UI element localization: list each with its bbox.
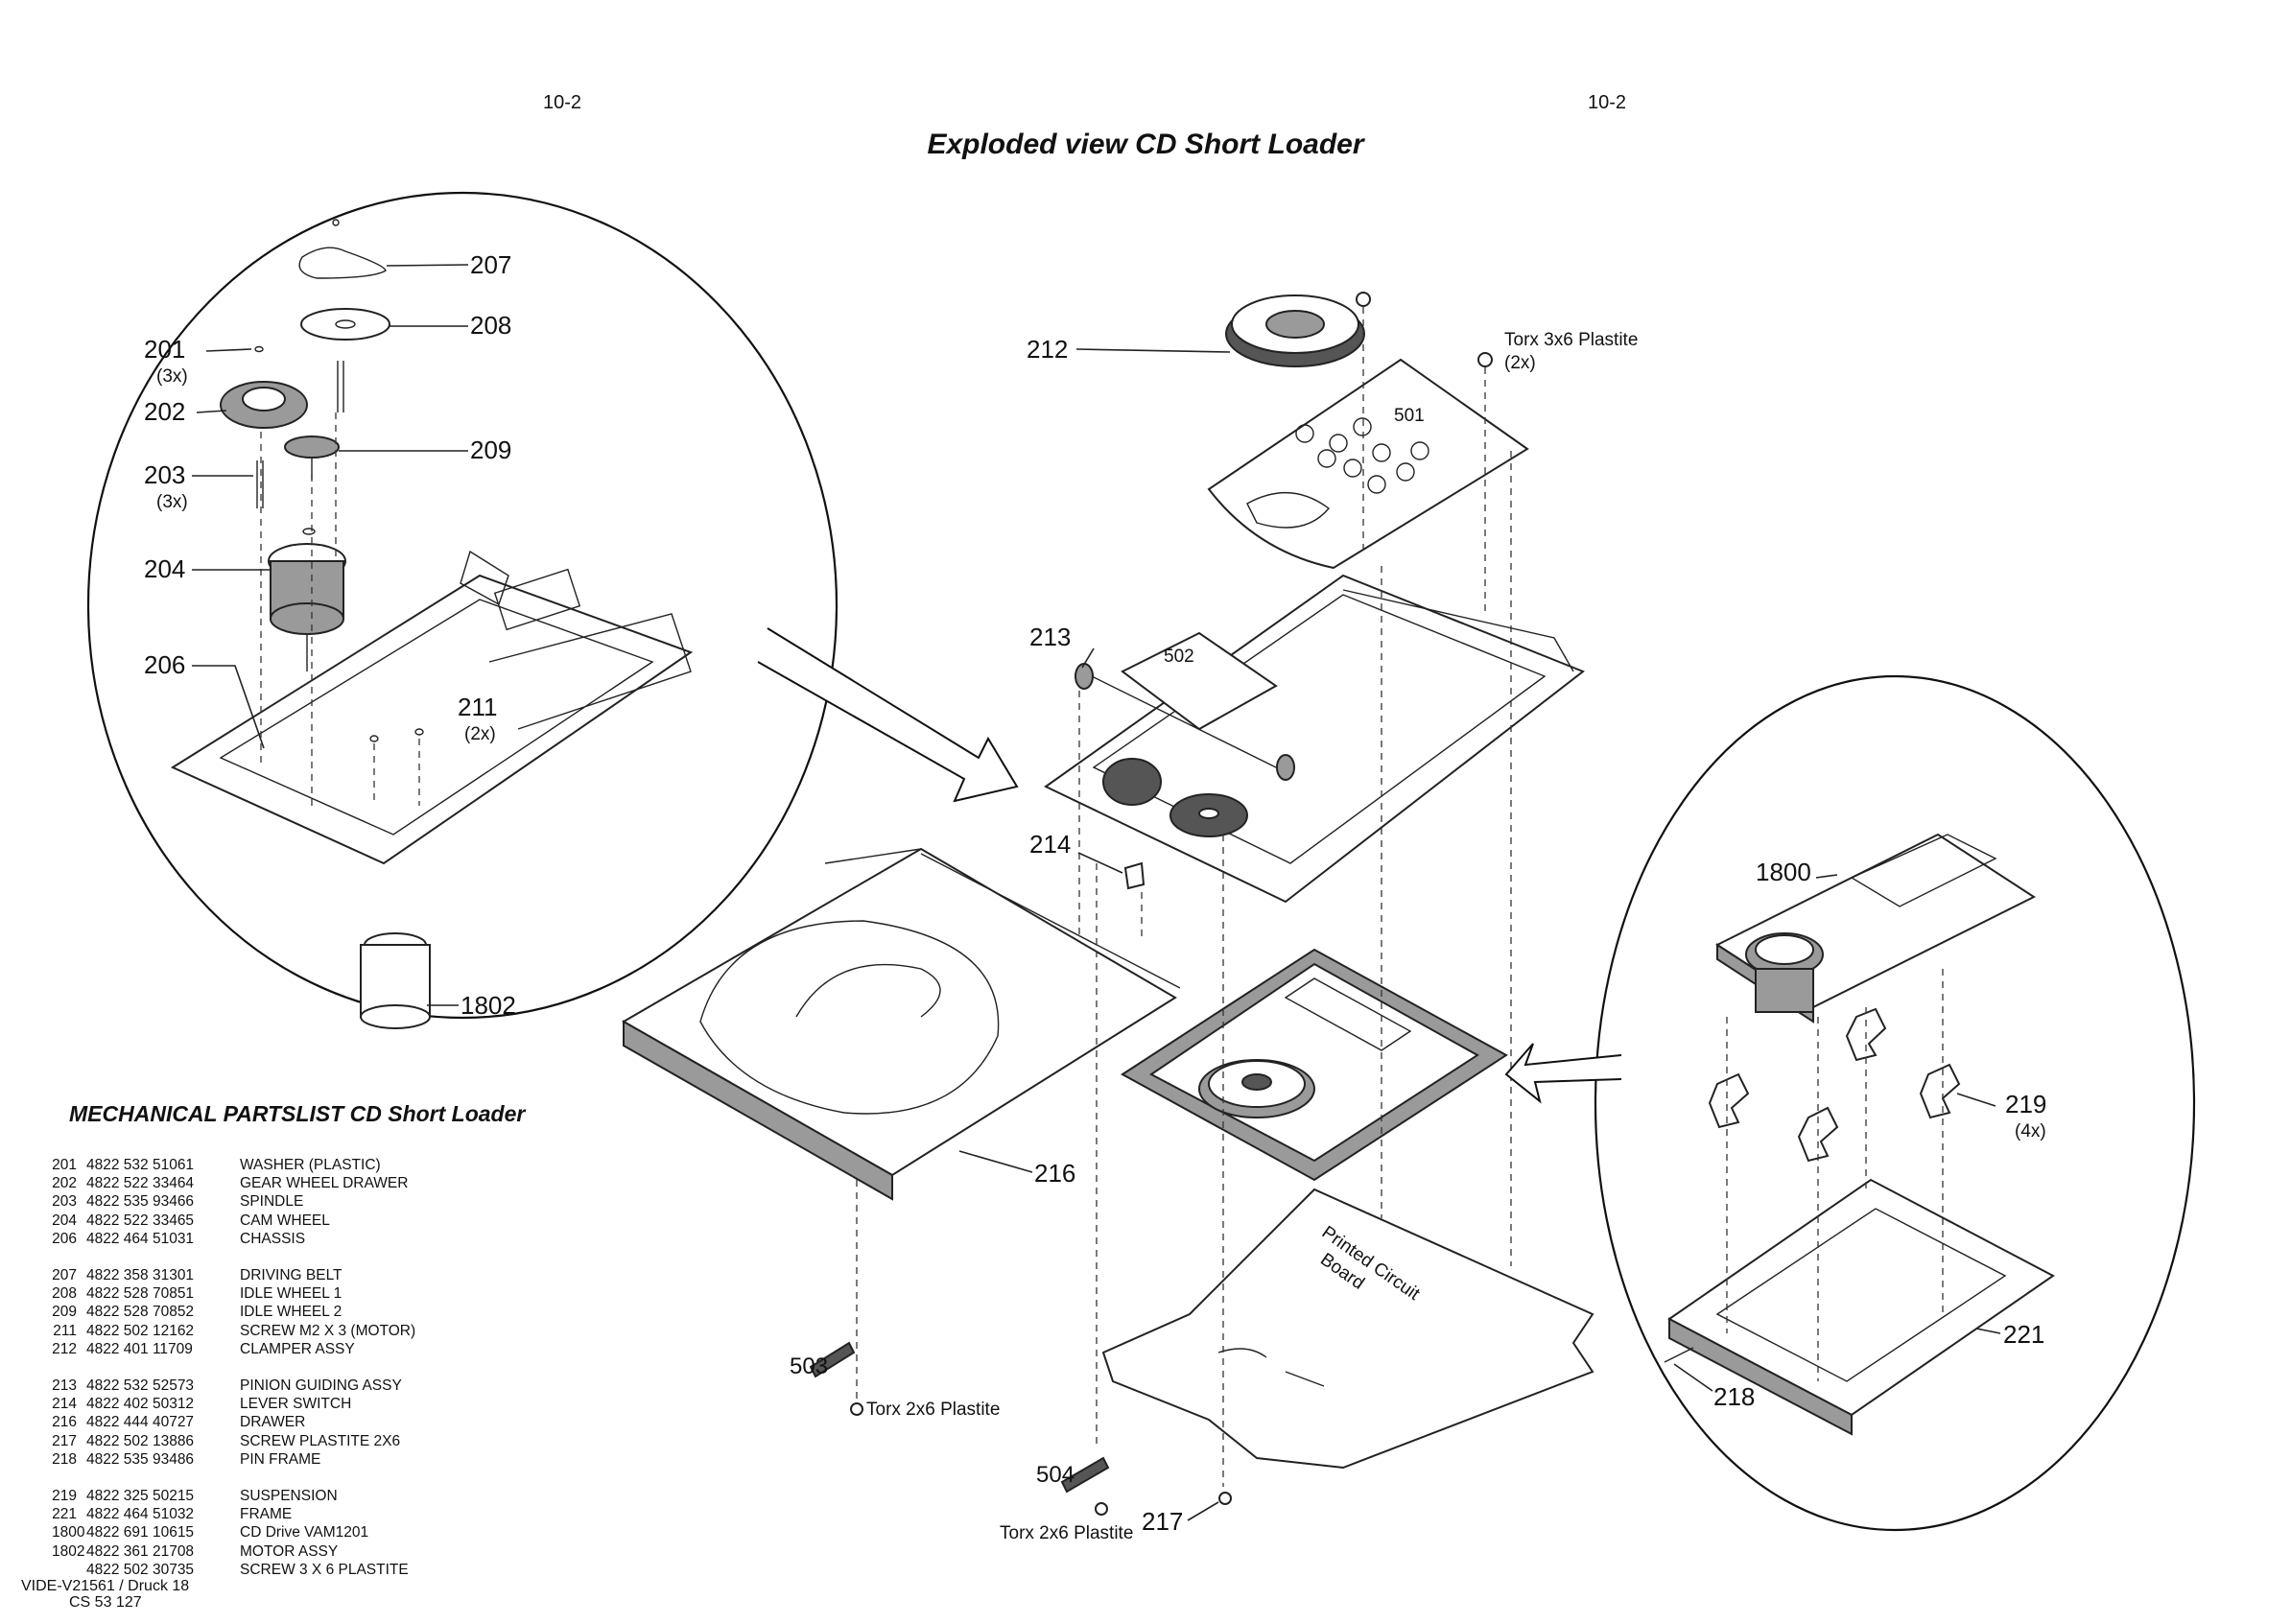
callout-213: 213 [1029, 623, 1071, 651]
right-detail-ellipse [1594, 674, 2196, 1532]
partslist-title: MECHANICAL PARTSLIST CD Short Loader [69, 1101, 526, 1126]
callout-209: 209 [470, 435, 511, 464]
left-leader-lines [192, 264, 469, 1006]
callout-217: 217 [1142, 1507, 1183, 1536]
callout-219: 219 [2005, 1090, 2046, 1118]
callout-211: 211 [458, 693, 497, 721]
page-title: Exploded view CD Short Loader [927, 129, 1364, 160]
callout-201-qty: (3x) [156, 366, 188, 387]
callout-201: 201 [144, 335, 185, 364]
callout-211-qty: (2x) [464, 724, 496, 744]
footer-reference: VIDE-V21561 / Druck 18 CS 53 127 [21, 1578, 189, 1611]
callout-204: 204 [144, 554, 185, 583]
callout-219-qty: (4x) [2015, 1121, 2046, 1142]
callout-216: 216 [1034, 1159, 1075, 1188]
left-detail-arrow [757, 627, 1019, 803]
callout-221: 221 [2003, 1320, 2044, 1349]
callout-208: 208 [470, 311, 511, 340]
left-detail-parts [170, 219, 694, 1029]
callout-1800: 1800 [1756, 858, 1811, 886]
footer-line1: VIDE-V21561 / Druck 18 [21, 1578, 190, 1594]
callout-504: 504 [1036, 1462, 1075, 1488]
label-torx-2x6-a: Torx 2x6 Plastite [866, 1400, 1000, 1420]
page-number-right: 10-2 [1588, 92, 1627, 113]
left-detail-ellipse [86, 191, 838, 1020]
callout-206: 206 [144, 650, 185, 679]
label-torx-3x6-qty: (2x) [1504, 353, 1536, 373]
right-detail-parts [1664, 833, 2055, 1436]
callout-212: 212 [1027, 335, 1068, 364]
callout-1802: 1802 [461, 991, 516, 1020]
center-leader-lines [958, 348, 1231, 1521]
right-detail-arrow [1504, 1043, 1622, 1104]
callout-202: 202 [144, 397, 185, 426]
label-torx-3x6: Torx 3x6 Plastite [1504, 330, 1638, 350]
callout-501: 501 [1394, 406, 1425, 426]
callout-502: 502 [1164, 647, 1194, 667]
callout-503: 503 [790, 1353, 828, 1379]
right-leader-lines [1673, 874, 2001, 1392]
callout-207: 207 [470, 250, 511, 279]
page-number-left: 10-2 [543, 92, 582, 113]
footer-line2: CS 53 127 [69, 1594, 142, 1611]
callout-218: 218 [1713, 1382, 1755, 1411]
callout-203: 203 [144, 460, 185, 489]
callout-203-qty: (3x) [156, 492, 188, 512]
center-assembly-parts [621, 292, 1594, 1516]
label-torx-2x6-b: Torx 2x6 Plastite [1000, 1523, 1133, 1543]
callout-214: 214 [1029, 830, 1071, 859]
